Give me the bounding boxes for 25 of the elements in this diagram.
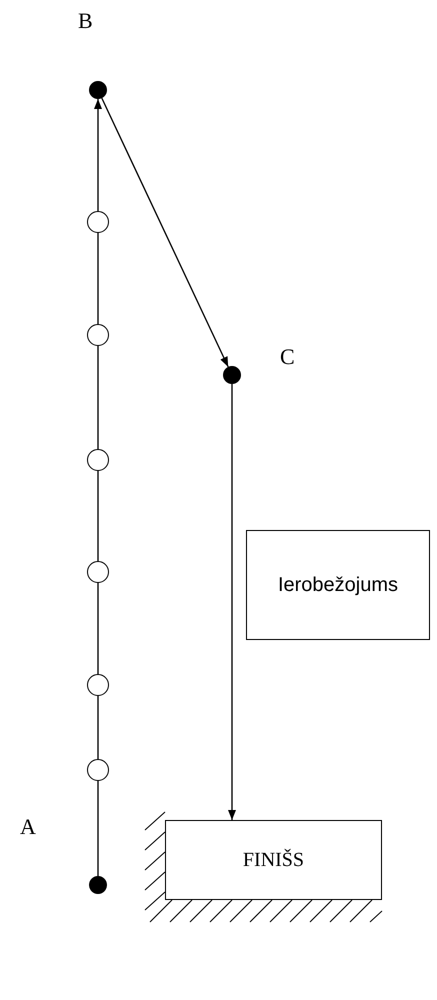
open-point (87, 674, 109, 696)
box-label: Ierobežojums (278, 574, 398, 596)
arrow (101, 98, 229, 368)
point-label: B (78, 8, 93, 34)
open-point (87, 211, 109, 233)
labeled-box (246, 530, 430, 640)
connector-line (97, 471, 99, 561)
filled-point (223, 366, 241, 384)
box-label: FINIŠS (242, 848, 304, 872)
connector-line (97, 233, 99, 324)
open-point (87, 324, 109, 346)
open-point (87, 449, 109, 471)
filled-point (89, 81, 107, 99)
arrow (228, 384, 236, 820)
connector-line (97, 346, 99, 449)
arrow (94, 99, 102, 211)
point-label: A (20, 814, 36, 840)
connector-line (97, 781, 99, 876)
open-point (87, 561, 109, 583)
labeled-box (165, 820, 382, 900)
point-label: C (280, 344, 295, 370)
connector-line (97, 583, 99, 674)
filled-point (89, 876, 107, 894)
open-point (87, 759, 109, 781)
connector-line (97, 696, 99, 759)
